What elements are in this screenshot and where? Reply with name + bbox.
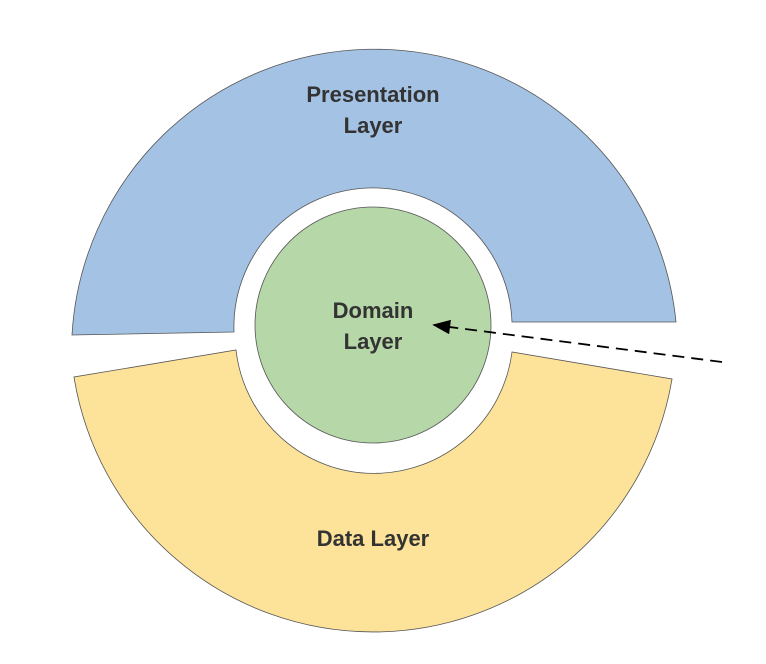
domain-layer-shape — [254, 206, 492, 444]
presentation-layer-label-line2: Layer — [344, 113, 403, 138]
domain-layer-label-line2: Layer — [344, 329, 403, 354]
dependency-arrow — [432, 319, 723, 363]
data-layer-shape — [73, 349, 673, 633]
domain-layer-label-line1: Domain — [333, 298, 414, 323]
presentation-layer-shape — [71, 48, 677, 336]
presentation-layer-label-line1: Presentation — [306, 82, 439, 107]
data-layer-label: Data Layer — [317, 526, 430, 551]
